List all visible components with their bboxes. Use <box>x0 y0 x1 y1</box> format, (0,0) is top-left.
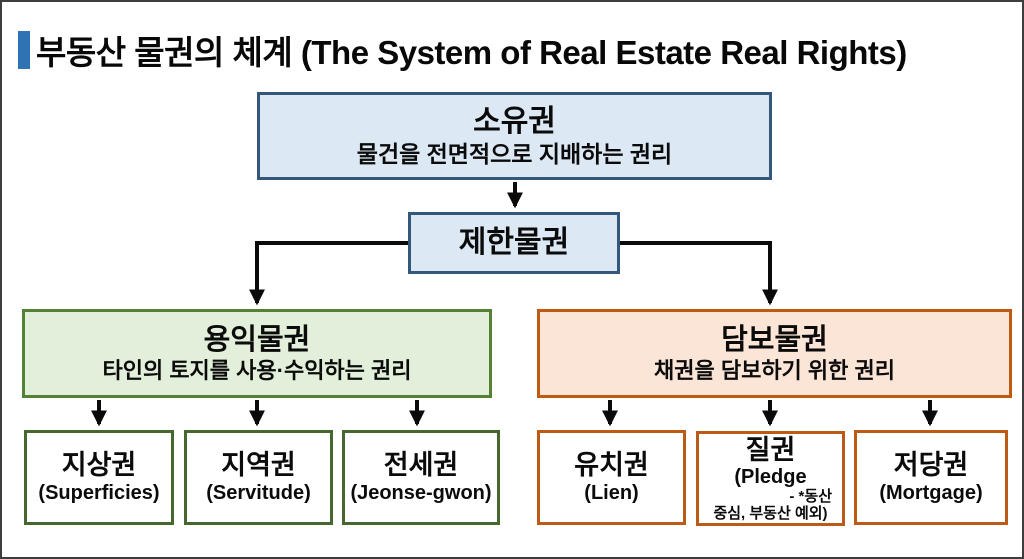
node-usufruct-rights: 용익물권 타인의 토지를 사용·수익하는 권리 <box>22 309 492 398</box>
node-lien: 유치권 (Lien) <box>537 430 686 525</box>
node-mortgage-en: (Mortgage) <box>879 481 983 504</box>
node-pledge: 질권 (Pledge - *동산 중심, 부동산 예외) <box>696 431 845 526</box>
node-limited-real-rights: 제한물권 <box>408 212 620 274</box>
page-title-text: 부동산 물권의 체계 (The System of Real Estate Re… <box>36 34 907 71</box>
node-jeonse-title: 전세권 <box>383 450 459 481</box>
node-jeonse-gwon: 전세권 (Jeonse-gwon) <box>342 430 500 525</box>
node-jeonse-en: (Jeonse-gwon) <box>350 481 492 504</box>
node-mortgage-title: 저당권 <box>893 450 969 481</box>
node-security-rights: 담보물권 채권을 담보하기 위한 권리 <box>537 309 1012 398</box>
node-pledge-en: (Pledge <box>734 466 807 489</box>
node-servitude-title: 지역권 <box>221 450 296 481</box>
node-servitude: 지역권 (Servitude) <box>184 430 333 525</box>
node-superficies-en: (Superficies) <box>38 481 160 504</box>
node-usufruct-subtitle: 타인의 토지를 사용·수익하는 권리 <box>102 357 412 383</box>
node-lien-title: 유치권 <box>574 450 649 481</box>
node-usufruct-title: 용익물권 <box>203 323 311 356</box>
node-servitude-en: (Servitude) <box>206 481 311 504</box>
node-pledge-title: 질권 <box>745 434 796 465</box>
node-superficies-title: 지상권 <box>61 450 137 481</box>
node-limited-title: 제한물권 <box>458 226 570 260</box>
node-ownership-subtitle: 물건을 전면적으로 지배하는 권리 <box>356 141 673 168</box>
node-pledge-note-1: - *동산 <box>789 488 832 506</box>
page-title: 부동산 물권의 체계 (The System of Real Estate Re… <box>18 26 907 74</box>
node-security-title: 담보물권 <box>721 323 828 356</box>
node-superficies: 지상권 (Superficies) <box>24 430 174 525</box>
title-accent-bar <box>18 31 30 69</box>
node-security-subtitle: 채권을 담보하기 위한 권리 <box>654 357 895 383</box>
node-lien-en: (Lien) <box>584 481 639 504</box>
node-ownership: 소유권 물건을 전면적으로 지배하는 권리 <box>257 92 772 180</box>
node-mortgage: 저당권 (Mortgage) <box>854 430 1008 525</box>
node-pledge-note-2: 중심, 부동산 예외) <box>713 504 828 522</box>
node-ownership-title: 소유권 <box>473 104 556 138</box>
